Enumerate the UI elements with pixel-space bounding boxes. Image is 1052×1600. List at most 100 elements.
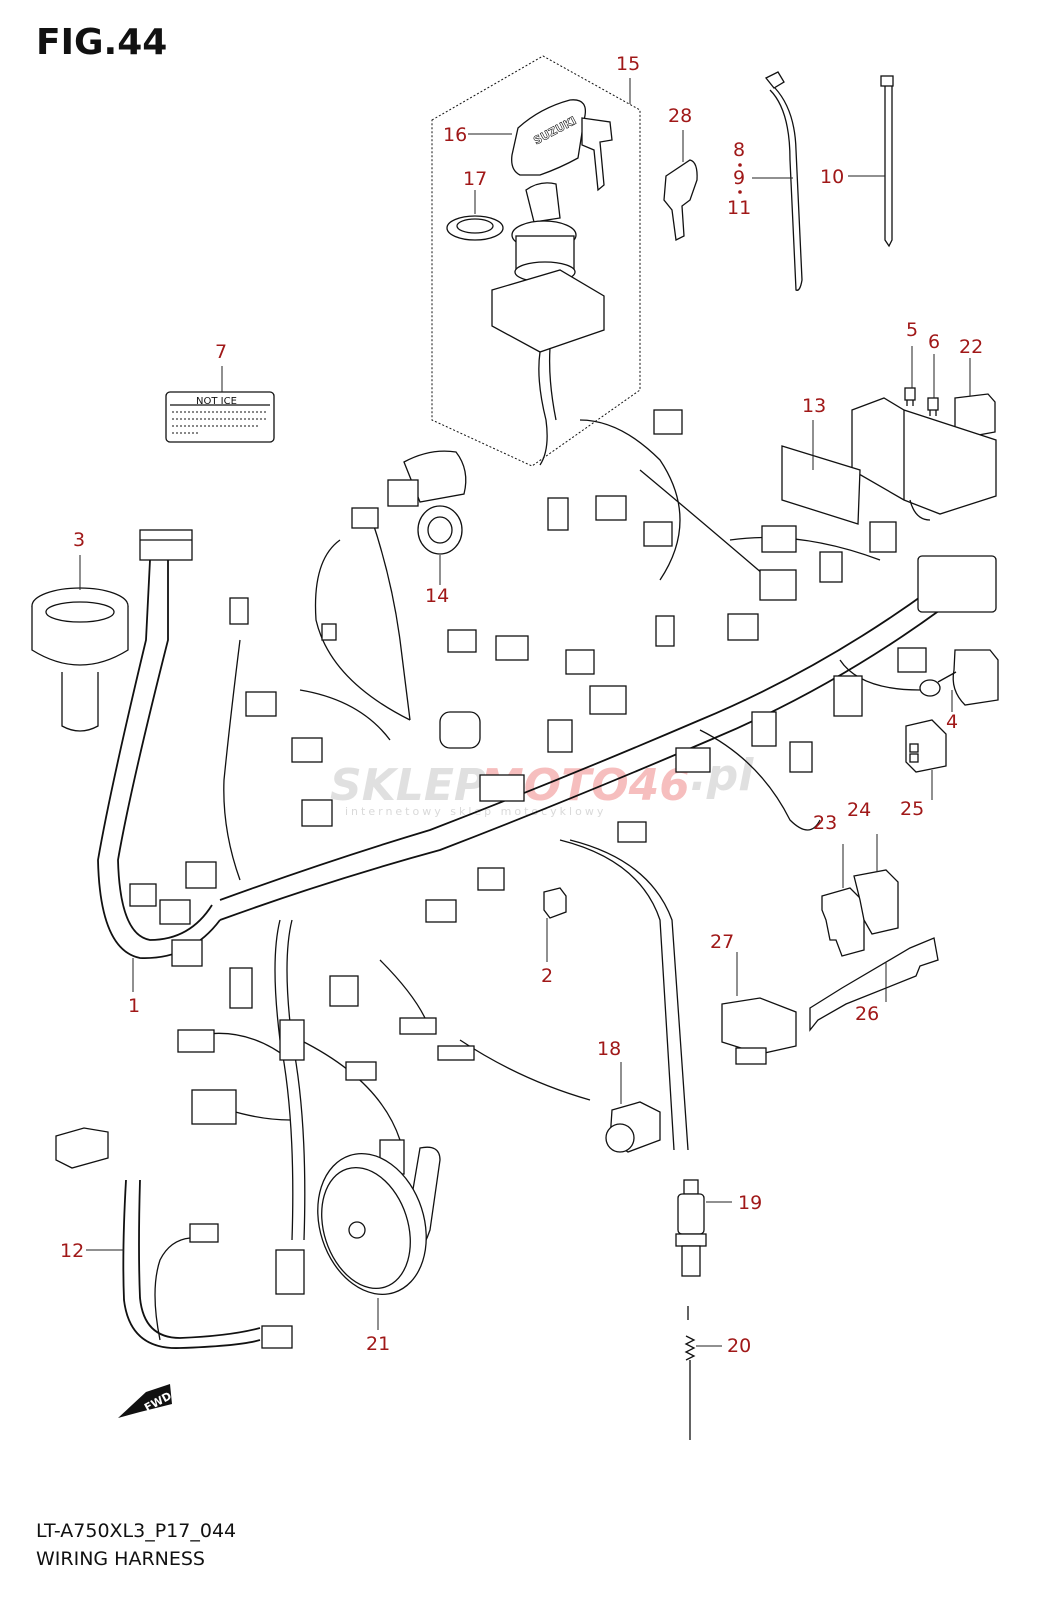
cover-boot-icon <box>919 649 999 712</box>
callout-8: 8 <box>733 139 745 161</box>
connector-icon <box>565 649 595 675</box>
key-cover-icon: SUZUKI <box>468 99 613 192</box>
boot-cap-icon <box>31 555 129 732</box>
notice-heading: NOT ICE <box>196 396 237 407</box>
callout-6: 6 <box>928 331 940 353</box>
fuse-icon <box>904 346 916 406</box>
callout-28: 28 <box>668 105 692 127</box>
callout-22: 22 <box>959 336 983 358</box>
connector-icon <box>589 685 627 715</box>
callout-3: 3 <box>73 529 85 551</box>
main-harness-wires <box>97 419 941 1241</box>
connector-icon <box>275 1249 305 1295</box>
connector-23-icon <box>821 844 865 957</box>
connector-icon <box>351 507 379 529</box>
connector-icon <box>191 1089 237 1125</box>
connector-icon <box>345 1061 377 1081</box>
sub-harness-icon <box>55 1127 293 1349</box>
connector-icon <box>917 555 997 613</box>
callout-18: 18 <box>597 1038 621 1060</box>
callout-5: 5 <box>906 319 918 341</box>
connector-icon <box>437 1045 475 1061</box>
model-code: LT-A750XL3_P17_044 <box>36 1520 237 1542</box>
fuse-box-bracket-icon <box>781 420 861 525</box>
power-socket-icon <box>387 450 467 585</box>
connector-icon <box>229 967 253 1009</box>
connector-icon <box>833 675 863 717</box>
connector-icon <box>495 635 529 661</box>
connector-icon <box>447 629 477 653</box>
cable-tie-icon <box>848 75 894 248</box>
callout-19: 19 <box>738 1192 762 1214</box>
connector-icon <box>479 774 525 802</box>
watermark-left: SKLEP <box>330 760 486 811</box>
cable-clamp-icon <box>738 71 803 291</box>
section-name: WIRING HARNESS <box>36 1548 205 1570</box>
callout-24: 24 <box>847 799 871 821</box>
spring-icon <box>684 1306 722 1440</box>
horn-icon <box>317 1146 441 1330</box>
callout-9: 9 <box>733 167 745 189</box>
callout-27: 27 <box>710 931 734 953</box>
connector-icon <box>897 647 927 673</box>
connector-24-icon <box>853 834 899 935</box>
callout-23: 23 <box>813 812 837 834</box>
connector-icon <box>129 883 157 907</box>
figure-title: FIG.44 <box>36 22 168 63</box>
callout-12: 12 <box>60 1240 84 1262</box>
callout-26: 26 <box>855 1003 879 1025</box>
connector-icon <box>229 597 249 625</box>
connector-icon <box>171 939 203 967</box>
key-blank-icon <box>663 130 698 241</box>
connector-icon <box>547 497 569 531</box>
fuse-box-icon <box>851 397 997 521</box>
connector-icon <box>653 409 683 435</box>
multi-pin-connector-icon <box>139 529 193 561</box>
callout-16: 16 <box>443 124 467 146</box>
callout-1: 1 <box>128 995 140 1017</box>
connector-icon <box>547 719 573 753</box>
harness-connectors <box>129 409 997 1295</box>
connector-icon <box>177 1029 215 1053</box>
connector-icon <box>439 711 481 749</box>
notice-label-icon: NOT ICE <box>165 366 275 443</box>
lock-nut-icon <box>446 190 504 241</box>
ignition-switch-icon <box>491 182 605 466</box>
watermark-subtitle: internetowy sklep motocyklowy <box>345 805 606 818</box>
connector-icon <box>245 691 277 717</box>
sensor-icon <box>675 1179 732 1277</box>
relay-27-icon <box>721 952 797 1065</box>
connector-icon <box>595 495 627 521</box>
connector-icon <box>751 711 777 747</box>
connector-icon <box>477 867 505 891</box>
callout-20: 20 <box>727 1335 751 1357</box>
connector-icon <box>279 1019 305 1061</box>
connector-icon <box>727 613 759 641</box>
callout-15: 15 <box>616 53 640 75</box>
connector-icon <box>655 615 675 647</box>
connector-icon <box>869 521 897 553</box>
callout-10: 10 <box>820 166 844 188</box>
handlebar-switch-icon <box>605 1062 661 1153</box>
ignition-switch-box <box>431 55 641 467</box>
connector-icon <box>759 569 797 601</box>
connector-icon <box>301 799 333 827</box>
relay-icon <box>954 358 996 439</box>
callout-11: 11 <box>727 197 751 219</box>
connector-icon <box>291 737 323 763</box>
fuse-icon <box>927 354 939 416</box>
connector-icon <box>185 861 217 889</box>
bracket-26-icon <box>809 937 939 1032</box>
callouts: 1 2 3 4 5 6 7 8 9 10 11 12 13 14 15 16 1… <box>60 53 983 1357</box>
connector-25-icon <box>905 719 947 800</box>
connector-cap-icon <box>543 887 567 962</box>
connector-icon <box>761 525 797 553</box>
callout-17: 17 <box>463 168 487 190</box>
callout-2: 2 <box>541 965 553 987</box>
connector-icon <box>159 899 191 925</box>
connector-icon <box>789 741 813 773</box>
callout-7: 7 <box>215 341 227 363</box>
connector-icon <box>675 747 711 773</box>
connector-icon <box>399 1017 437 1035</box>
